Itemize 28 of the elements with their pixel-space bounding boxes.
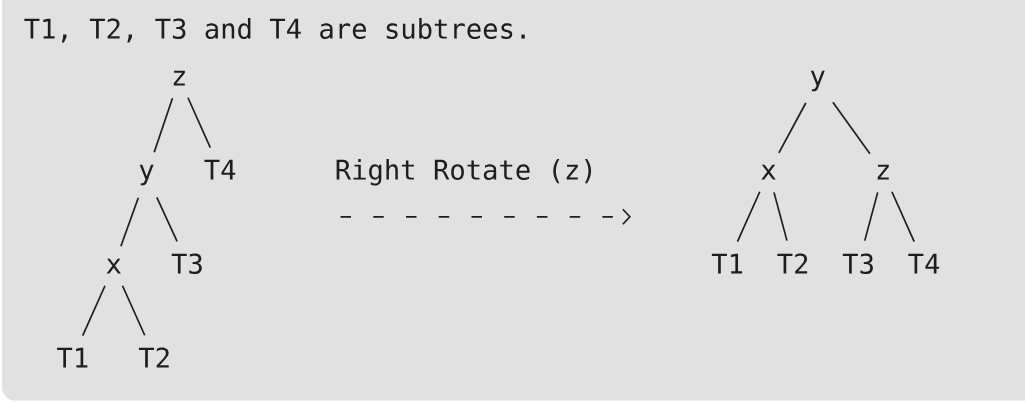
branch-line	[736, 190, 761, 243]
branch-line	[155, 196, 178, 243]
node-label: z	[877, 164, 889, 180]
node-label: T3	[842, 253, 873, 274]
node-label: x	[106, 258, 121, 274]
node-label: y	[139, 164, 154, 186]
operation-label: Right Rotate (z)	[336, 158, 592, 186]
node-label: z	[173, 70, 185, 86]
branch-line	[863, 191, 879, 242]
branch-line	[778, 102, 807, 154]
note-text: T1, T2, T3 and T4 are subtrees.	[24, 17, 525, 43]
node-label: x	[761, 164, 776, 180]
node-label: T2	[138, 347, 169, 368]
branch-line	[153, 97, 174, 153]
node-label: T1	[711, 253, 743, 274]
node-label: T4	[908, 253, 940, 274]
branch-line	[120, 196, 140, 248]
branch-line	[891, 190, 916, 243]
branch-line	[773, 191, 788, 242]
node-label: T1	[57, 347, 88, 368]
node-label: y	[810, 70, 825, 92]
branch-line	[832, 101, 871, 155]
branch-line	[81, 284, 106, 337]
node-label: T3	[171, 253, 202, 274]
branch-line	[187, 96, 212, 149]
branch-line	[121, 284, 146, 337]
node-label: T4	[204, 159, 236, 180]
node-label: T2	[777, 253, 808, 274]
